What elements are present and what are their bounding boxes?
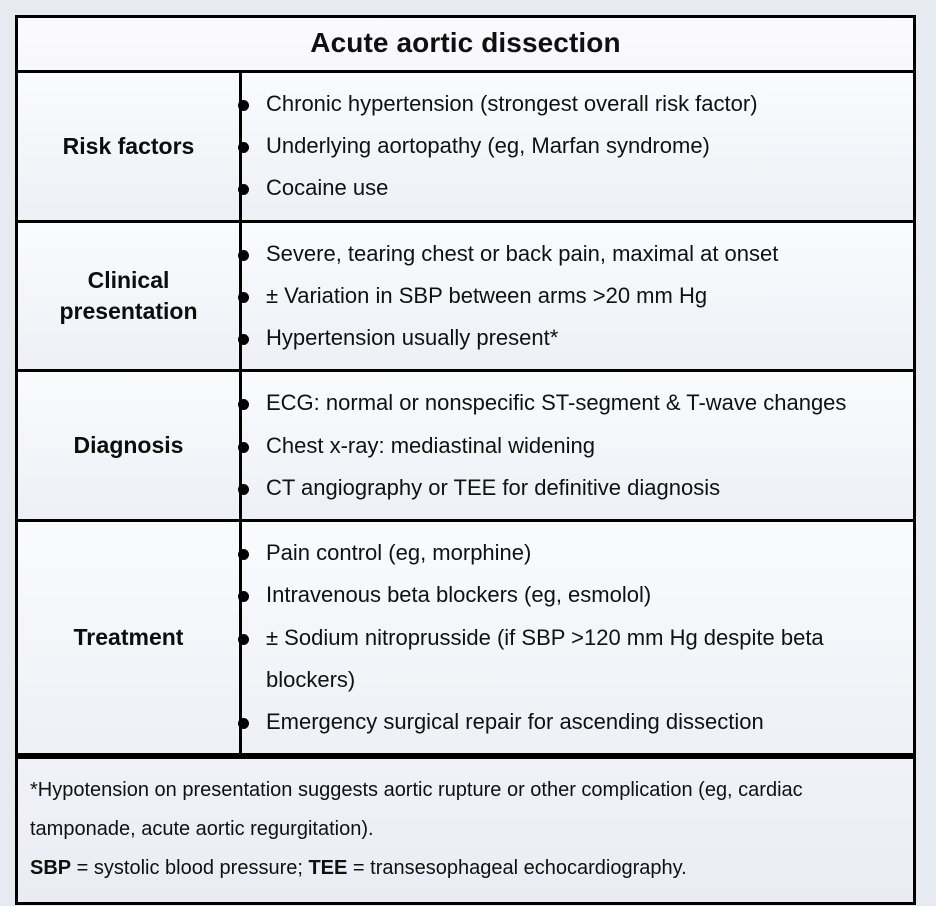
abbreviation-definition-tee: = transesophageal echocardiography. (347, 857, 687, 880)
table-row: Clinical presentation Severe, tearing ch… (18, 222, 913, 373)
bullet-list: Severe, tearing chest or back pain, maxi… (238, 233, 903, 360)
list-item: Chest x-ray: mediastinal widening (238, 425, 903, 467)
footnote-abbreviations: SBP = systolic blood pressure; TEE = tra… (30, 849, 899, 888)
row-label-text: Risk factors (62, 133, 195, 160)
list-item: Pain control (eg, morphine) (238, 532, 903, 574)
row-label-text: Clinical presentation (59, 267, 198, 325)
row-label-clinical-presentation: Clinical presentation (18, 223, 239, 370)
clinical-reference-table: Acute aortic dissection Risk factors Chr… (15, 15, 916, 906)
row-content-risk-factors: Chronic hypertension (strongest overall … (238, 73, 913, 220)
table-title-row: Acute aortic dissection (18, 18, 913, 73)
list-item: ECG: normal or nonspecific ST-segment & … (238, 382, 903, 424)
bullet-list: ECG: normal or nonspecific ST-segment & … (238, 382, 903, 509)
bullet-list: Chronic hypertension (strongest overall … (238, 83, 903, 210)
abbreviation-term-sbp: SBP (30, 857, 72, 880)
row-label-risk-factors: Risk factors (18, 73, 239, 220)
row-label-text: Diagnosis (73, 432, 184, 459)
footnote-hypotension-note: *Hypotension on presentation suggests ao… (30, 779, 803, 841)
list-item: ± Sodium nitroprusside (if SBP >120 mm H… (238, 617, 903, 701)
table-row: Risk factors Chronic hypertension (stron… (18, 73, 913, 223)
list-item: Severe, tearing chest or back pain, maxi… (238, 233, 903, 275)
row-content-treatment: Pain control (eg, morphine) Intravenous … (238, 522, 913, 754)
table-row: Diagnosis ECG: normal or nonspecific ST-… (18, 372, 913, 523)
list-item: Chronic hypertension (strongest overall … (238, 83, 903, 125)
page-title: Acute aortic dissection (310, 27, 621, 58)
list-item: Hypertension usually present* (238, 317, 903, 359)
row-label-treatment: Treatment (18, 522, 239, 753)
abbreviation-term-tee: TEE (308, 857, 348, 880)
row-content-diagnosis: ECG: normal or nonspecific ST-segment & … (238, 372, 913, 520)
abbreviation-definition-sbp: = systolic blood pressure; (71, 857, 309, 880)
row-label-diagnosis: Diagnosis (18, 372, 239, 519)
row-content-clinical-presentation: Severe, tearing chest or back pain, maxi… (238, 222, 913, 370)
bullet-list: Pain control (eg, morphine) Intravenous … (238, 532, 903, 743)
list-item: ± Variation in SBP between arms >20 mm H… (238, 275, 903, 317)
list-item: Cocaine use (238, 167, 903, 209)
list-item: Underlying aortopathy (eg, Marfan syndro… (238, 125, 903, 167)
row-label-text: Treatment (73, 624, 184, 651)
table-footnote: *Hypotension on presentation suggests ao… (18, 756, 913, 903)
list-item: CT angiography or TEE for definitive dia… (238, 467, 903, 509)
table-row: Treatment Pain control (eg, morphine) In… (18, 522, 913, 757)
list-item: Intravenous beta blockers (eg, esmolol) (238, 574, 903, 616)
list-item: Emergency surgical repair for ascending … (238, 701, 903, 743)
